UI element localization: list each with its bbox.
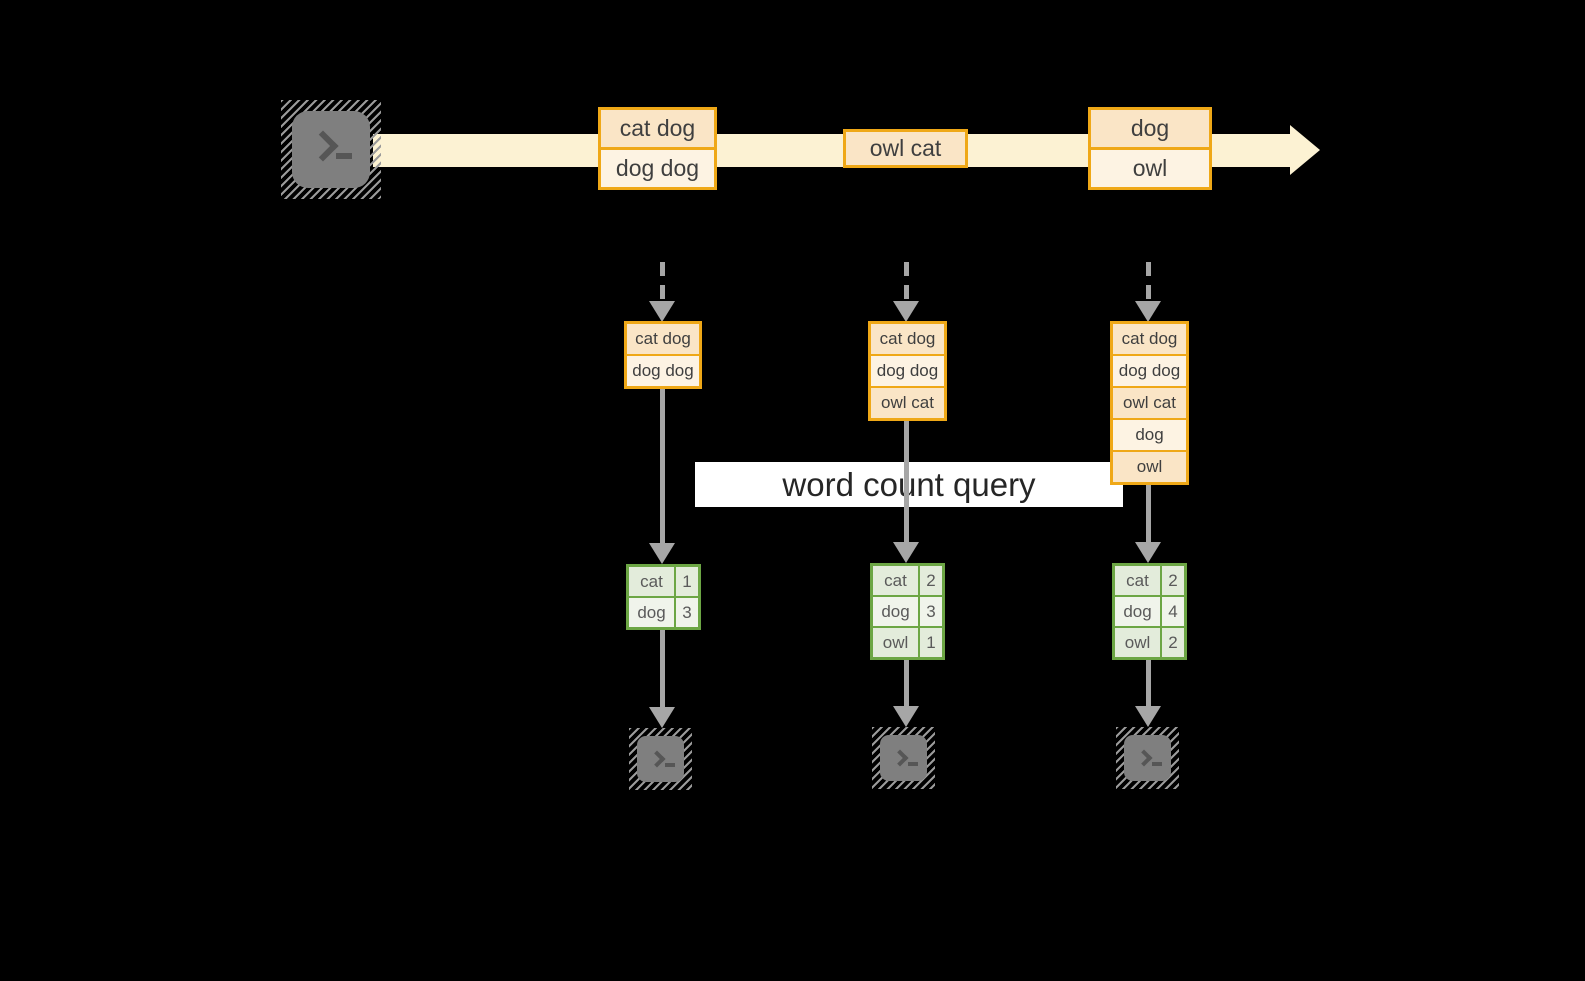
count-cell: 2 [1162,566,1184,595]
count-cell: 1 [920,628,942,657]
terminal-screen [637,736,684,782]
batch-entry: cat dog [601,110,714,147]
word-cell: cat [629,567,674,596]
count-table-2: cat 2 dog 3 owl 1 [870,563,945,660]
word-cell: cat [1115,566,1160,595]
buffer-entry: cat dog [1113,324,1186,354]
output-arrowhead-icon-1 [649,707,675,728]
buffer-entry: dog dog [627,356,699,386]
input-buffer-3: cat dog dog dog owl cat dog owl [1110,321,1189,485]
ingest-arrow-line-1 [660,262,665,301]
word-cell: dog [629,598,674,627]
output-arrowhead-icon-2 [893,706,919,727]
batch-entry: dog [1091,110,1209,147]
word-cell: owl [1115,628,1160,657]
terminal-chevron-icon [1135,749,1153,767]
terminal-underscore-icon [908,762,918,766]
output-arrow-line-2 [904,660,909,706]
sink-terminal-icon-3 [1116,727,1179,789]
query-label: word count query [695,462,1123,507]
source-terminal-icon [281,100,381,199]
query-arrow-line-3 [1146,485,1151,542]
batch-entry: owl cat [846,132,965,165]
count-cell: 2 [920,566,942,595]
query-arrowhead-icon-1 [649,543,675,564]
query-arrow-line-2 [904,421,909,542]
terminal-underscore-icon [336,153,352,159]
terminal-chevron-icon [307,130,339,162]
ingest-arrowhead-icon-1 [649,301,675,322]
output-arrowhead-icon-3 [1135,706,1161,727]
ingest-arrow-line-3 [1146,262,1151,301]
query-arrowhead-icon-2 [893,542,919,563]
buffer-entry: owl cat [871,388,944,418]
count-table-1: cat 1 dog 3 [626,564,701,630]
terminal-screen [292,111,370,188]
stream-batch-1: cat dog dog dog [598,107,717,190]
input-buffer-1: cat dog dog dog [624,321,702,389]
input-buffer-2: cat dog dog dog owl cat [868,321,947,421]
ingest-arrowhead-icon-3 [1135,301,1161,322]
terminal-screen [1124,735,1171,781]
word-cell: owl [873,628,918,657]
stream-batch-3: dog owl [1088,107,1212,190]
ingest-arrow-line-2 [904,262,909,301]
buffer-entry: cat dog [627,324,699,354]
terminal-underscore-icon [1152,762,1162,766]
count-cell: 4 [1162,597,1184,626]
ingest-arrowhead-icon-2 [893,301,919,322]
buffer-entry: dog dog [1113,356,1186,386]
query-arrowhead-icon-3 [1135,542,1161,563]
batch-entry: owl [1091,150,1209,187]
count-cell: 1 [676,567,698,596]
count-cell: 2 [1162,628,1184,657]
count-cell: 3 [920,597,942,626]
terminal-underscore-icon [665,763,675,767]
query-arrow-line-1 [660,389,665,543]
output-arrow-line-1 [660,630,665,707]
count-cell: 3 [676,598,698,627]
batch-entry: dog dog [601,150,714,187]
terminal-chevron-icon [891,749,909,767]
buffer-entry: owl cat [1113,388,1186,418]
timeline-arrowhead-icon [1290,125,1320,175]
sink-terminal-icon-2 [872,727,935,789]
count-table-3: cat 2 dog 4 owl 2 [1112,563,1187,660]
buffer-entry: cat dog [871,324,944,354]
terminal-chevron-icon [648,750,666,768]
buffer-entry: dog [1113,420,1186,450]
output-arrow-line-3 [1146,660,1151,706]
word-cell: cat [873,566,918,595]
stream-batch-2: owl cat [843,129,968,168]
buffer-entry: owl [1113,452,1186,482]
word-cell: dog [1115,597,1160,626]
buffer-entry: dog dog [871,356,944,386]
sink-terminal-icon-1 [629,728,692,790]
word-cell: dog [873,597,918,626]
terminal-screen [880,735,927,781]
